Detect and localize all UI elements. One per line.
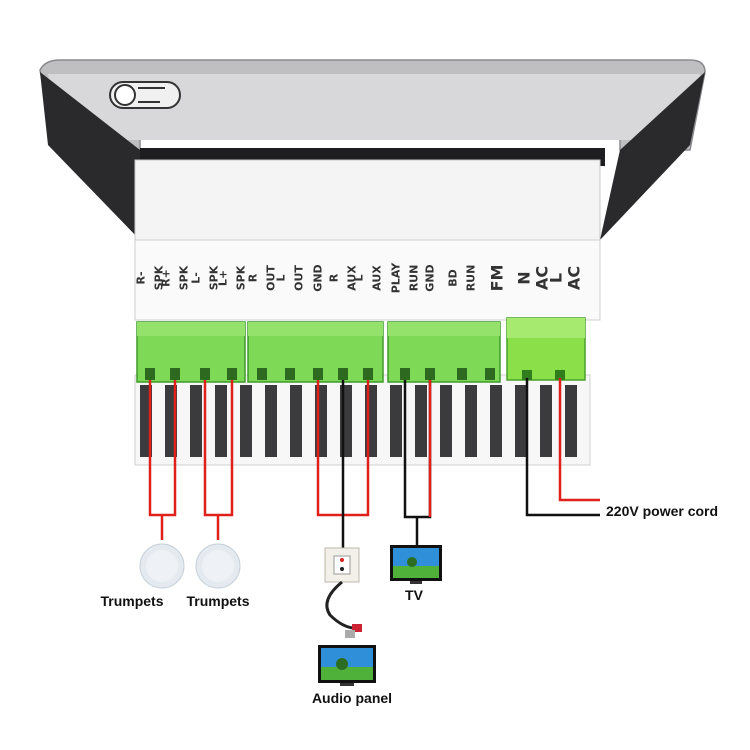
- terminal-label-text: FM: [488, 265, 507, 292]
- terminal-label-text: RUN: [465, 265, 478, 292]
- terminal-label-text: BD: [447, 269, 460, 287]
- terminal-label-text: PLAY: [390, 262, 403, 294]
- terminal-label-text: GND: [312, 264, 325, 291]
- terminal-label: SPK R+: [160, 265, 191, 290]
- terminal-label-text: AC: [565, 266, 584, 290]
- terminal-screw: [485, 368, 495, 380]
- terminal-label-text: L-: [190, 272, 203, 284]
- speaker-left: [139, 543, 185, 589]
- heat-sink-fin: [465, 385, 477, 457]
- terminal-label-text: L: [275, 274, 288, 281]
- terminal-label-text: OUT: [265, 265, 278, 291]
- terminal-screw: [200, 368, 210, 380]
- terminal-label: SPK L-: [190, 265, 221, 290]
- terminal-label-text: SPK: [235, 265, 248, 290]
- terminal-label: GND: [424, 264, 437, 291]
- wires: [148, 378, 600, 550]
- terminal-screw: [363, 368, 373, 380]
- terminal-label-text: GND: [424, 264, 437, 291]
- terminal-label-text: L+: [217, 270, 230, 286]
- terminal-label: OUT L: [275, 265, 306, 291]
- terminal-label: SPK L+: [217, 265, 248, 290]
- caption-power-cord: 220V power cord: [606, 503, 718, 519]
- terminal-label-text: N: [515, 271, 534, 284]
- panel-frame: [39, 59, 706, 240]
- terminal-screw: [145, 368, 155, 380]
- rca-cable: [325, 580, 362, 638]
- terminal-label-text: AUX: [346, 265, 359, 291]
- terminal-screw: [522, 370, 532, 380]
- heat-sink-fin: [240, 385, 252, 457]
- heat-sink-fin: [265, 385, 277, 457]
- terminal-label-text: AC: [533, 266, 552, 290]
- terminal-label-text: OUT: [293, 265, 306, 291]
- terminal-screw: [170, 368, 180, 380]
- terminal-label: ACN: [515, 266, 552, 290]
- heat-sink-fin: [565, 385, 577, 457]
- terminal-screw: [400, 368, 410, 380]
- heat-sink-fin: [440, 385, 452, 457]
- terminal-screw: [227, 368, 237, 380]
- terminal-screw: [457, 368, 467, 380]
- terminal-label: RUN BD: [447, 265, 478, 292]
- caption-tv: TV: [405, 587, 424, 603]
- heat-sink-fin: [190, 385, 202, 457]
- terminal-label: OUT R: [247, 265, 278, 291]
- heat-sink-fin: [290, 385, 302, 457]
- terminal-label-text: L: [353, 274, 366, 281]
- terminal-label: SPK R-: [135, 265, 166, 290]
- audio-panel-display-icon: [318, 645, 376, 686]
- speaker-right: [195, 543, 241, 589]
- caption-trumpets-right: Trumpets: [186, 593, 249, 609]
- terminal-label-text: AUX: [371, 265, 384, 291]
- terminal-label-text: SPK: [178, 265, 191, 290]
- toggle-switch-icon: [109, 81, 181, 109]
- terminal-label-text: SPK: [208, 265, 221, 290]
- terminal-screw: [285, 368, 295, 380]
- terminal-label-text: L: [547, 273, 566, 283]
- terminal-label-text: R+: [160, 269, 173, 287]
- terminal-label: FM: [488, 265, 507, 292]
- heat-sink-fin: [490, 385, 502, 457]
- terminal-label: GND: [312, 264, 325, 291]
- heat-sink-fin: [215, 385, 227, 457]
- terminal-screw: [313, 368, 323, 380]
- terminal-label: RUN PLAY: [390, 262, 421, 294]
- terminal-block-power: [506, 317, 586, 381]
- terminal-label-text: R: [328, 273, 341, 282]
- heat-sink-fin: [515, 385, 527, 457]
- terminal-label-text: R: [247, 273, 260, 282]
- terminal-label: AUX L: [353, 265, 384, 291]
- terminal-label-text: R-: [135, 271, 148, 284]
- terminal-screws: [145, 368, 565, 380]
- terminal-label: ACL: [547, 266, 584, 290]
- terminal-screw: [257, 368, 267, 380]
- heat-sink-fin: [540, 385, 552, 457]
- heat-sink-fin: [415, 385, 427, 457]
- terminal-block-out-aux: [247, 321, 384, 383]
- terminal-label-text: RUN: [408, 265, 421, 292]
- audio-wall-plate: [324, 547, 360, 583]
- heat-sink-fin: [390, 385, 402, 457]
- caption-trumpets-left: Trumpets: [100, 593, 163, 609]
- terminal-screw: [425, 368, 435, 380]
- terminal-screw: [338, 368, 348, 380]
- terminal-screw: [555, 370, 565, 380]
- terminal-label: AUX R: [328, 265, 359, 291]
- tv-icon: [390, 545, 442, 584]
- terminal-label-text: SPK: [153, 265, 166, 290]
- module-housing: [134, 159, 601, 466]
- caption-audio-panel: Audio panel: [312, 690, 392, 706]
